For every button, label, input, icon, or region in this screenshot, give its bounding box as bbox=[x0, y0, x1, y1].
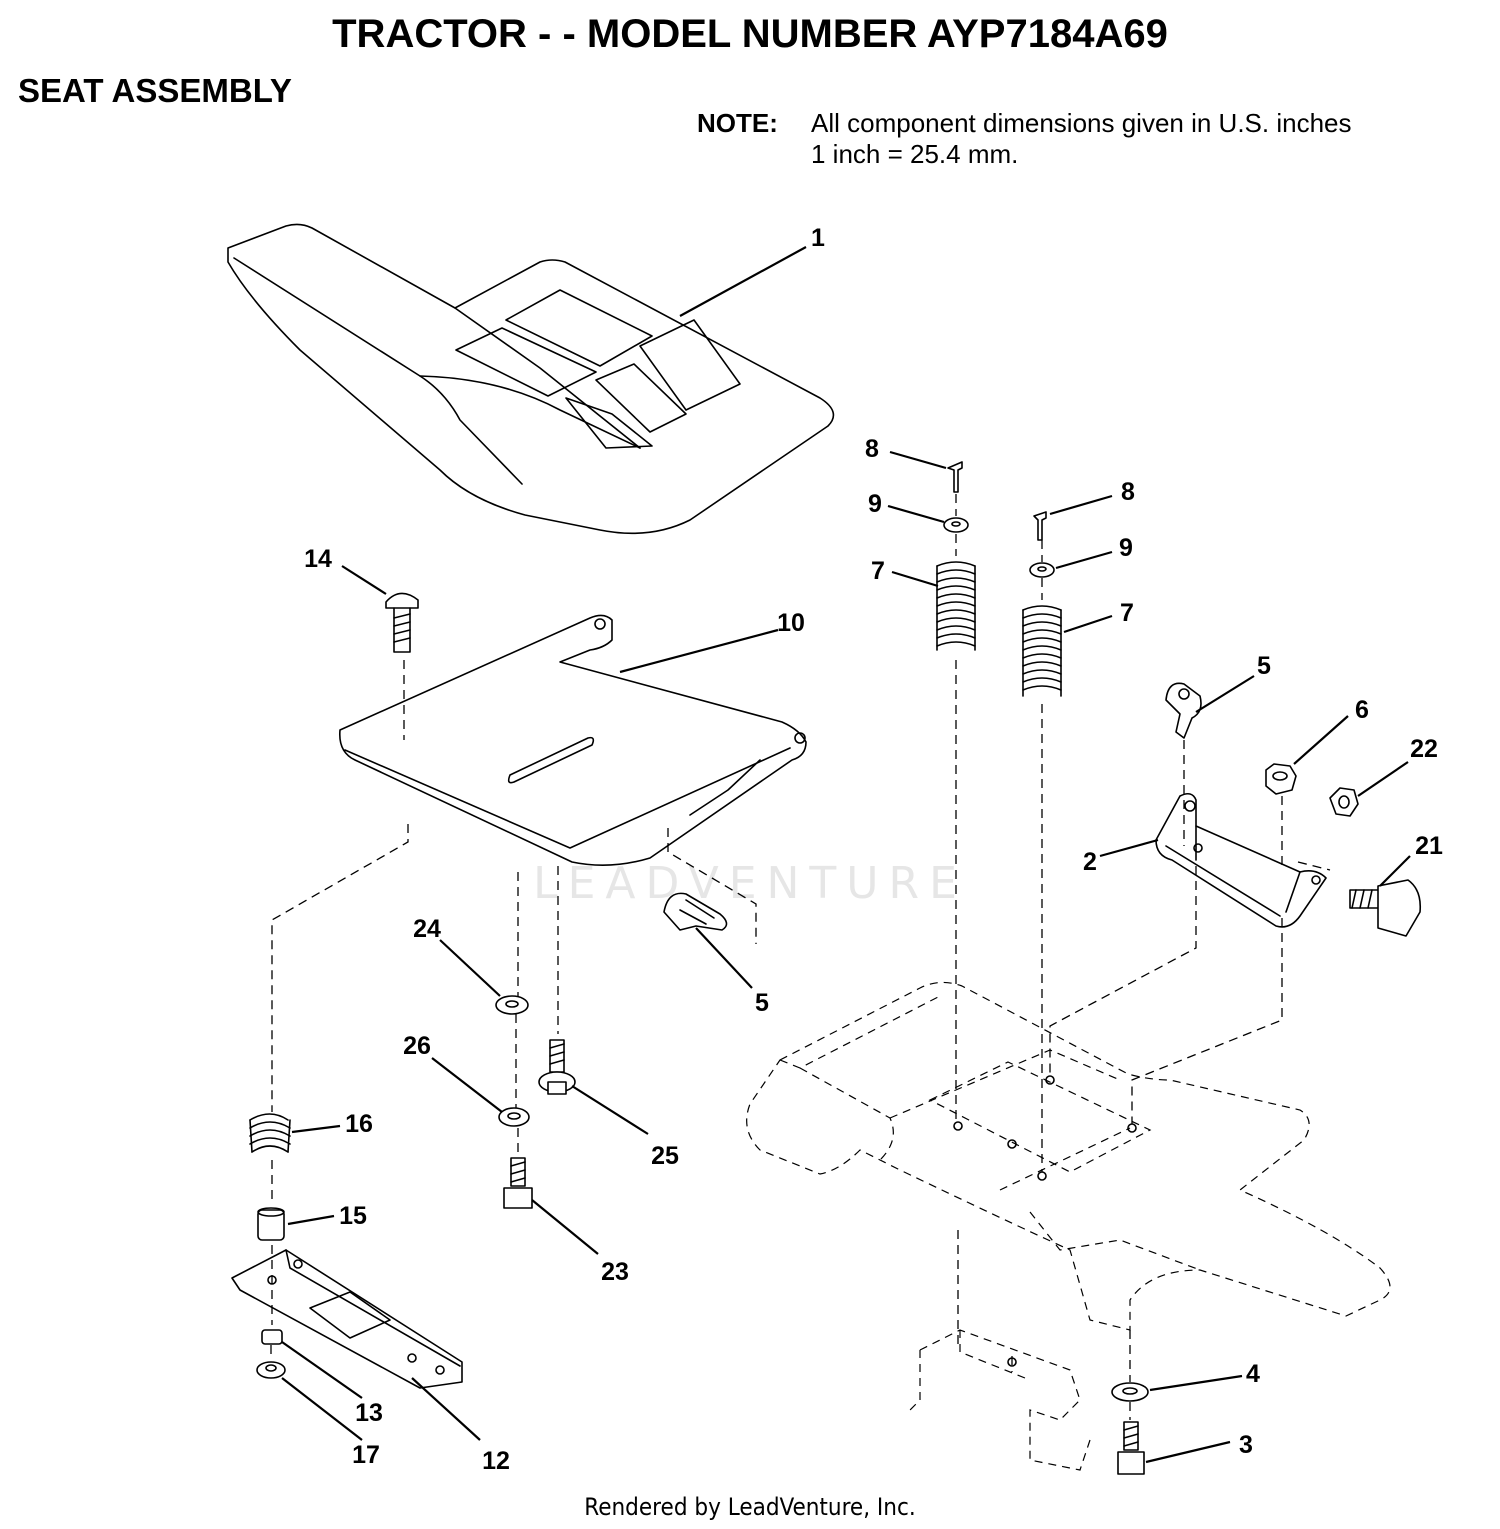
note-label: NOTE: bbox=[697, 108, 778, 138]
part-mounting-bracket bbox=[1155, 792, 1327, 928]
part-spacer bbox=[257, 1207, 285, 1241]
callout-26: 26 bbox=[403, 1032, 431, 1060]
callout-4: 4 bbox=[1246, 1360, 1260, 1388]
part-nut-22 bbox=[1329, 787, 1359, 817]
part-pin-right bbox=[1033, 511, 1047, 541]
part-washer-4 bbox=[1111, 1382, 1149, 1402]
part-washer-left bbox=[943, 517, 969, 533]
callout-15: 15 bbox=[339, 1202, 367, 1230]
part-hex-bolt bbox=[503, 1157, 533, 1209]
part-pin-left bbox=[947, 461, 963, 493]
leader-lines bbox=[281, 246, 1411, 1464]
part-flange-nut-17 bbox=[256, 1361, 286, 1379]
callout-23: 23 bbox=[601, 1258, 629, 1286]
part-seat-pan bbox=[338, 614, 807, 866]
part-nut-6 bbox=[1265, 763, 1297, 795]
watermark: LEADVENTURE bbox=[533, 858, 967, 909]
spring-outline bbox=[936, 565, 976, 651]
callout-3: 3 bbox=[1239, 1431, 1253, 1459]
part-carriage-bolt bbox=[385, 592, 419, 653]
part-washer-right bbox=[1029, 562, 1055, 578]
callout-24: 24 bbox=[413, 915, 441, 943]
callout-9-left: 9 bbox=[868, 490, 882, 518]
part-bolt-3 bbox=[1117, 1421, 1145, 1475]
footer-credit: Rendered by LeadVenture, Inc. bbox=[584, 1493, 916, 1521]
callout-5-lower: 5 bbox=[755, 989, 769, 1017]
part-spring-right bbox=[1022, 605, 1062, 697]
part-clip-lower bbox=[663, 892, 728, 931]
part-spring-small bbox=[249, 1113, 291, 1153]
part-shoulder-bolt bbox=[538, 1039, 576, 1095]
callout-10: 10 bbox=[777, 609, 805, 637]
callout-21: 21 bbox=[1415, 832, 1443, 860]
part-bolt-21 bbox=[1349, 879, 1422, 937]
callout-labels: 1 2 3 4 5 5 5 6 7 7 8 8 9 9 10 12 13 14 … bbox=[304, 224, 1443, 1475]
spring-coils bbox=[1022, 605, 1062, 691]
section-title: SEAT ASSEMBLY bbox=[18, 72, 292, 109]
callout-14: 14 bbox=[304, 545, 332, 573]
spring-coils bbox=[936, 561, 976, 647]
callout-6: 6 bbox=[1355, 696, 1369, 724]
callout-1: 1 bbox=[811, 224, 825, 252]
callout-22: 22 bbox=[1410, 735, 1438, 763]
callout-25: 25 bbox=[651, 1142, 679, 1170]
callout-16: 16 bbox=[345, 1110, 373, 1138]
part-washer-24 bbox=[495, 995, 529, 1015]
part-bracket-plate bbox=[231, 1249, 463, 1389]
callout-13: 13 bbox=[355, 1399, 383, 1427]
page-title: TRACTOR - - MODEL NUMBER AYP7184A69 bbox=[332, 12, 1168, 56]
callout-7-right: 7 bbox=[1120, 599, 1134, 627]
assembly-lines bbox=[270, 494, 1331, 1420]
spring-outline bbox=[1022, 609, 1062, 697]
note-line-2: 1 inch = 25.4 mm. bbox=[811, 139, 1019, 169]
callout-8-left: 8 bbox=[865, 435, 879, 463]
part-seat bbox=[227, 223, 835, 535]
part-lock-washer-26 bbox=[498, 1107, 530, 1127]
callout-7-left: 7 bbox=[871, 557, 885, 585]
callout-5-upper: 5 bbox=[1257, 652, 1271, 680]
callout-2: 2 bbox=[1083, 848, 1097, 876]
note-line-1: All component dimensions given in U.S. i… bbox=[811, 108, 1352, 138]
callout-9-right: 9 bbox=[1119, 534, 1133, 562]
part-nut-13 bbox=[261, 1329, 283, 1345]
callout-17: 17 bbox=[352, 1441, 380, 1469]
part-clip-upper bbox=[1165, 682, 1202, 739]
callout-8-right: 8 bbox=[1121, 478, 1135, 506]
callout-12: 12 bbox=[482, 1447, 510, 1475]
part-spring-left bbox=[936, 561, 976, 651]
dimension-note: NOTE: All component dimensions given in U… bbox=[697, 108, 1352, 170]
tractor-frame-phantom bbox=[746, 981, 1391, 1471]
